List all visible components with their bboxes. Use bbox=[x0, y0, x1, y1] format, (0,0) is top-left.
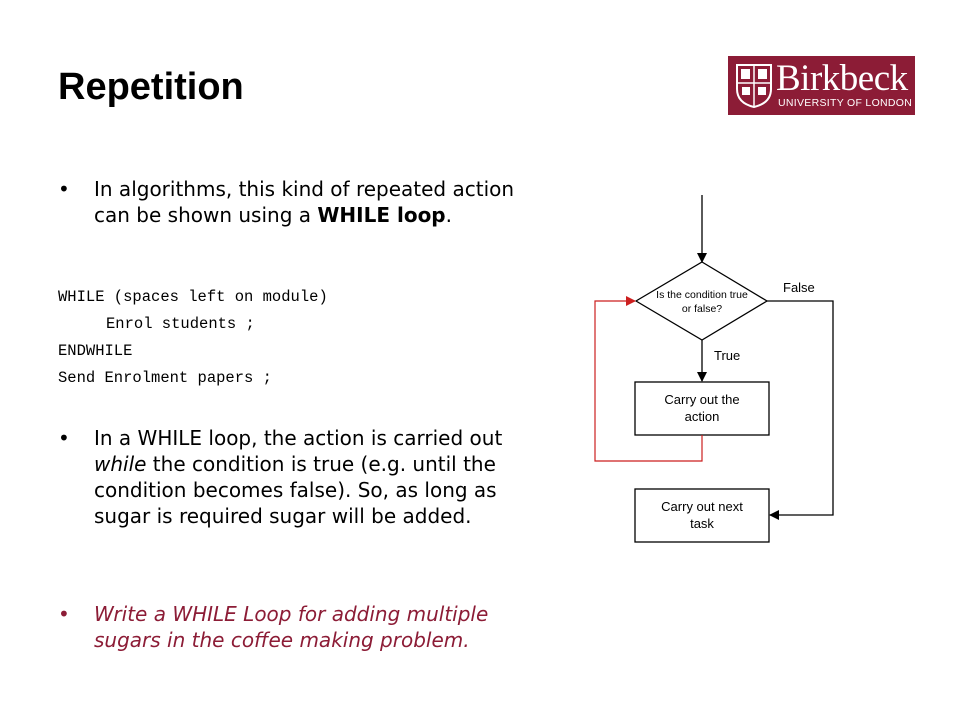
next-task-text-line2: task bbox=[690, 516, 714, 531]
false-arrow bbox=[767, 300, 834, 520]
action-box bbox=[634, 381, 770, 436]
decision-text-line2: or false? bbox=[682, 303, 722, 315]
next-task-box bbox=[634, 488, 770, 543]
decision-text-line1: Is the condition true bbox=[656, 289, 748, 301]
logo-subtitle: UNIVERSITY OF LONDON bbox=[778, 97, 913, 109]
action-text-line2: action bbox=[685, 409, 720, 424]
code-line-enrol: Enrol students ; bbox=[106, 315, 255, 333]
bullet-text: In a WHILE loop, the action is carried o… bbox=[94, 426, 503, 450]
bullet-exercise: • Write a WHILE Loop for adding multiple… bbox=[58, 601, 528, 653]
logo-name: Birkbeck bbox=[776, 58, 908, 99]
bullet-dot: • bbox=[58, 426, 70, 450]
bullet-text-end: the condition is true (e.g. until the co… bbox=[94, 452, 497, 528]
page-title: Repetition bbox=[58, 66, 244, 108]
bullet-dot: • bbox=[58, 177, 70, 201]
bullet-bold-text: WHILE loop bbox=[317, 203, 446, 227]
loop-back-arrow bbox=[594, 296, 703, 462]
crest-icon bbox=[736, 64, 772, 108]
bullet-italic-text: while bbox=[94, 452, 147, 476]
bullet-text: In algorithms, this kind of repeated act… bbox=[94, 177, 515, 227]
bullet-dot: • bbox=[58, 602, 70, 626]
decision-diamond bbox=[634, 261, 769, 341]
bullet-text-end: . bbox=[445, 203, 452, 227]
bullet-text: Write a WHILE Loop for adding multiple s… bbox=[94, 602, 489, 652]
code-line-send: Send Enrolment papers ; bbox=[58, 369, 272, 387]
bullet-while-intro: • In algorithms, this kind of repeated a… bbox=[58, 176, 528, 228]
true-label: True bbox=[714, 348, 740, 363]
next-task-text-line1: Carry out next bbox=[661, 499, 743, 514]
false-label: False bbox=[783, 280, 815, 295]
while-loop-flowchart: Is the condition true or false? True Car… bbox=[594, 195, 834, 543]
action-text-line1: Carry out the bbox=[664, 392, 739, 407]
code-line-endwhile: ENDWHILE bbox=[58, 342, 133, 360]
code-line-while: WHILE (spaces left on module) bbox=[58, 288, 328, 306]
bullet-while-explanation: • In a WHILE loop, the action is carried… bbox=[58, 425, 528, 529]
birkbeck-logo: Birkbeck UNIVERSITY OF LONDON bbox=[728, 56, 915, 115]
